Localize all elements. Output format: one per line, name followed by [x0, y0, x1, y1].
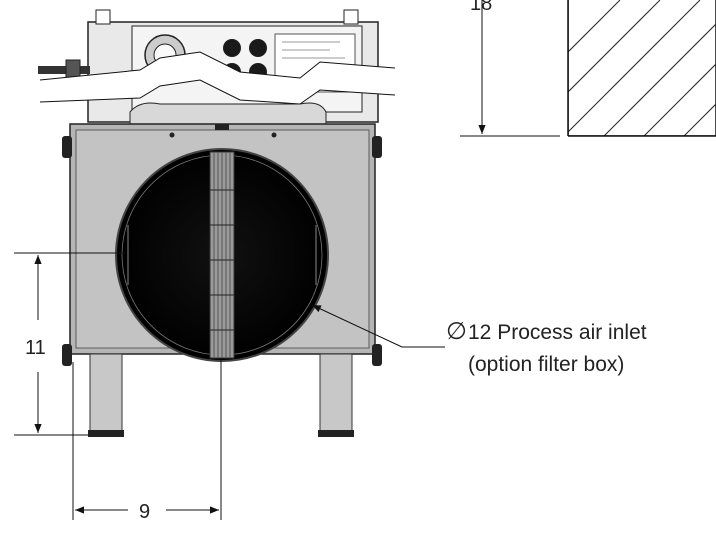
diameter-symbol: ∅ [446, 318, 467, 345]
callout-line-2: (option filter box) [468, 353, 624, 376]
dim-top-height: 18 [470, 0, 492, 15]
section-view: 18 [460, 0, 716, 137]
power-cable [38, 66, 90, 74]
latch-right-bottom [372, 344, 382, 366]
carry-handle [129, 102, 327, 125]
dim-leg-spacing: 9 [139, 501, 150, 523]
dim-height-group: 11 [14, 252, 125, 436]
latch-right-top [372, 136, 382, 158]
latch-left-bottom [62, 344, 72, 366]
callout-line-1: 12 Process air inlet [468, 321, 647, 344]
latch-left-top [62, 136, 72, 158]
dim-front-height: 11 [25, 337, 46, 359]
air-inlet [115, 148, 329, 362]
break-lines [39, 51, 396, 105]
dim-width-group: 9 [72, 358, 222, 523]
inlet-callout: ∅ 12 Process air inlet (option filter bo… [311, 304, 647, 376]
legs [88, 353, 354, 437]
